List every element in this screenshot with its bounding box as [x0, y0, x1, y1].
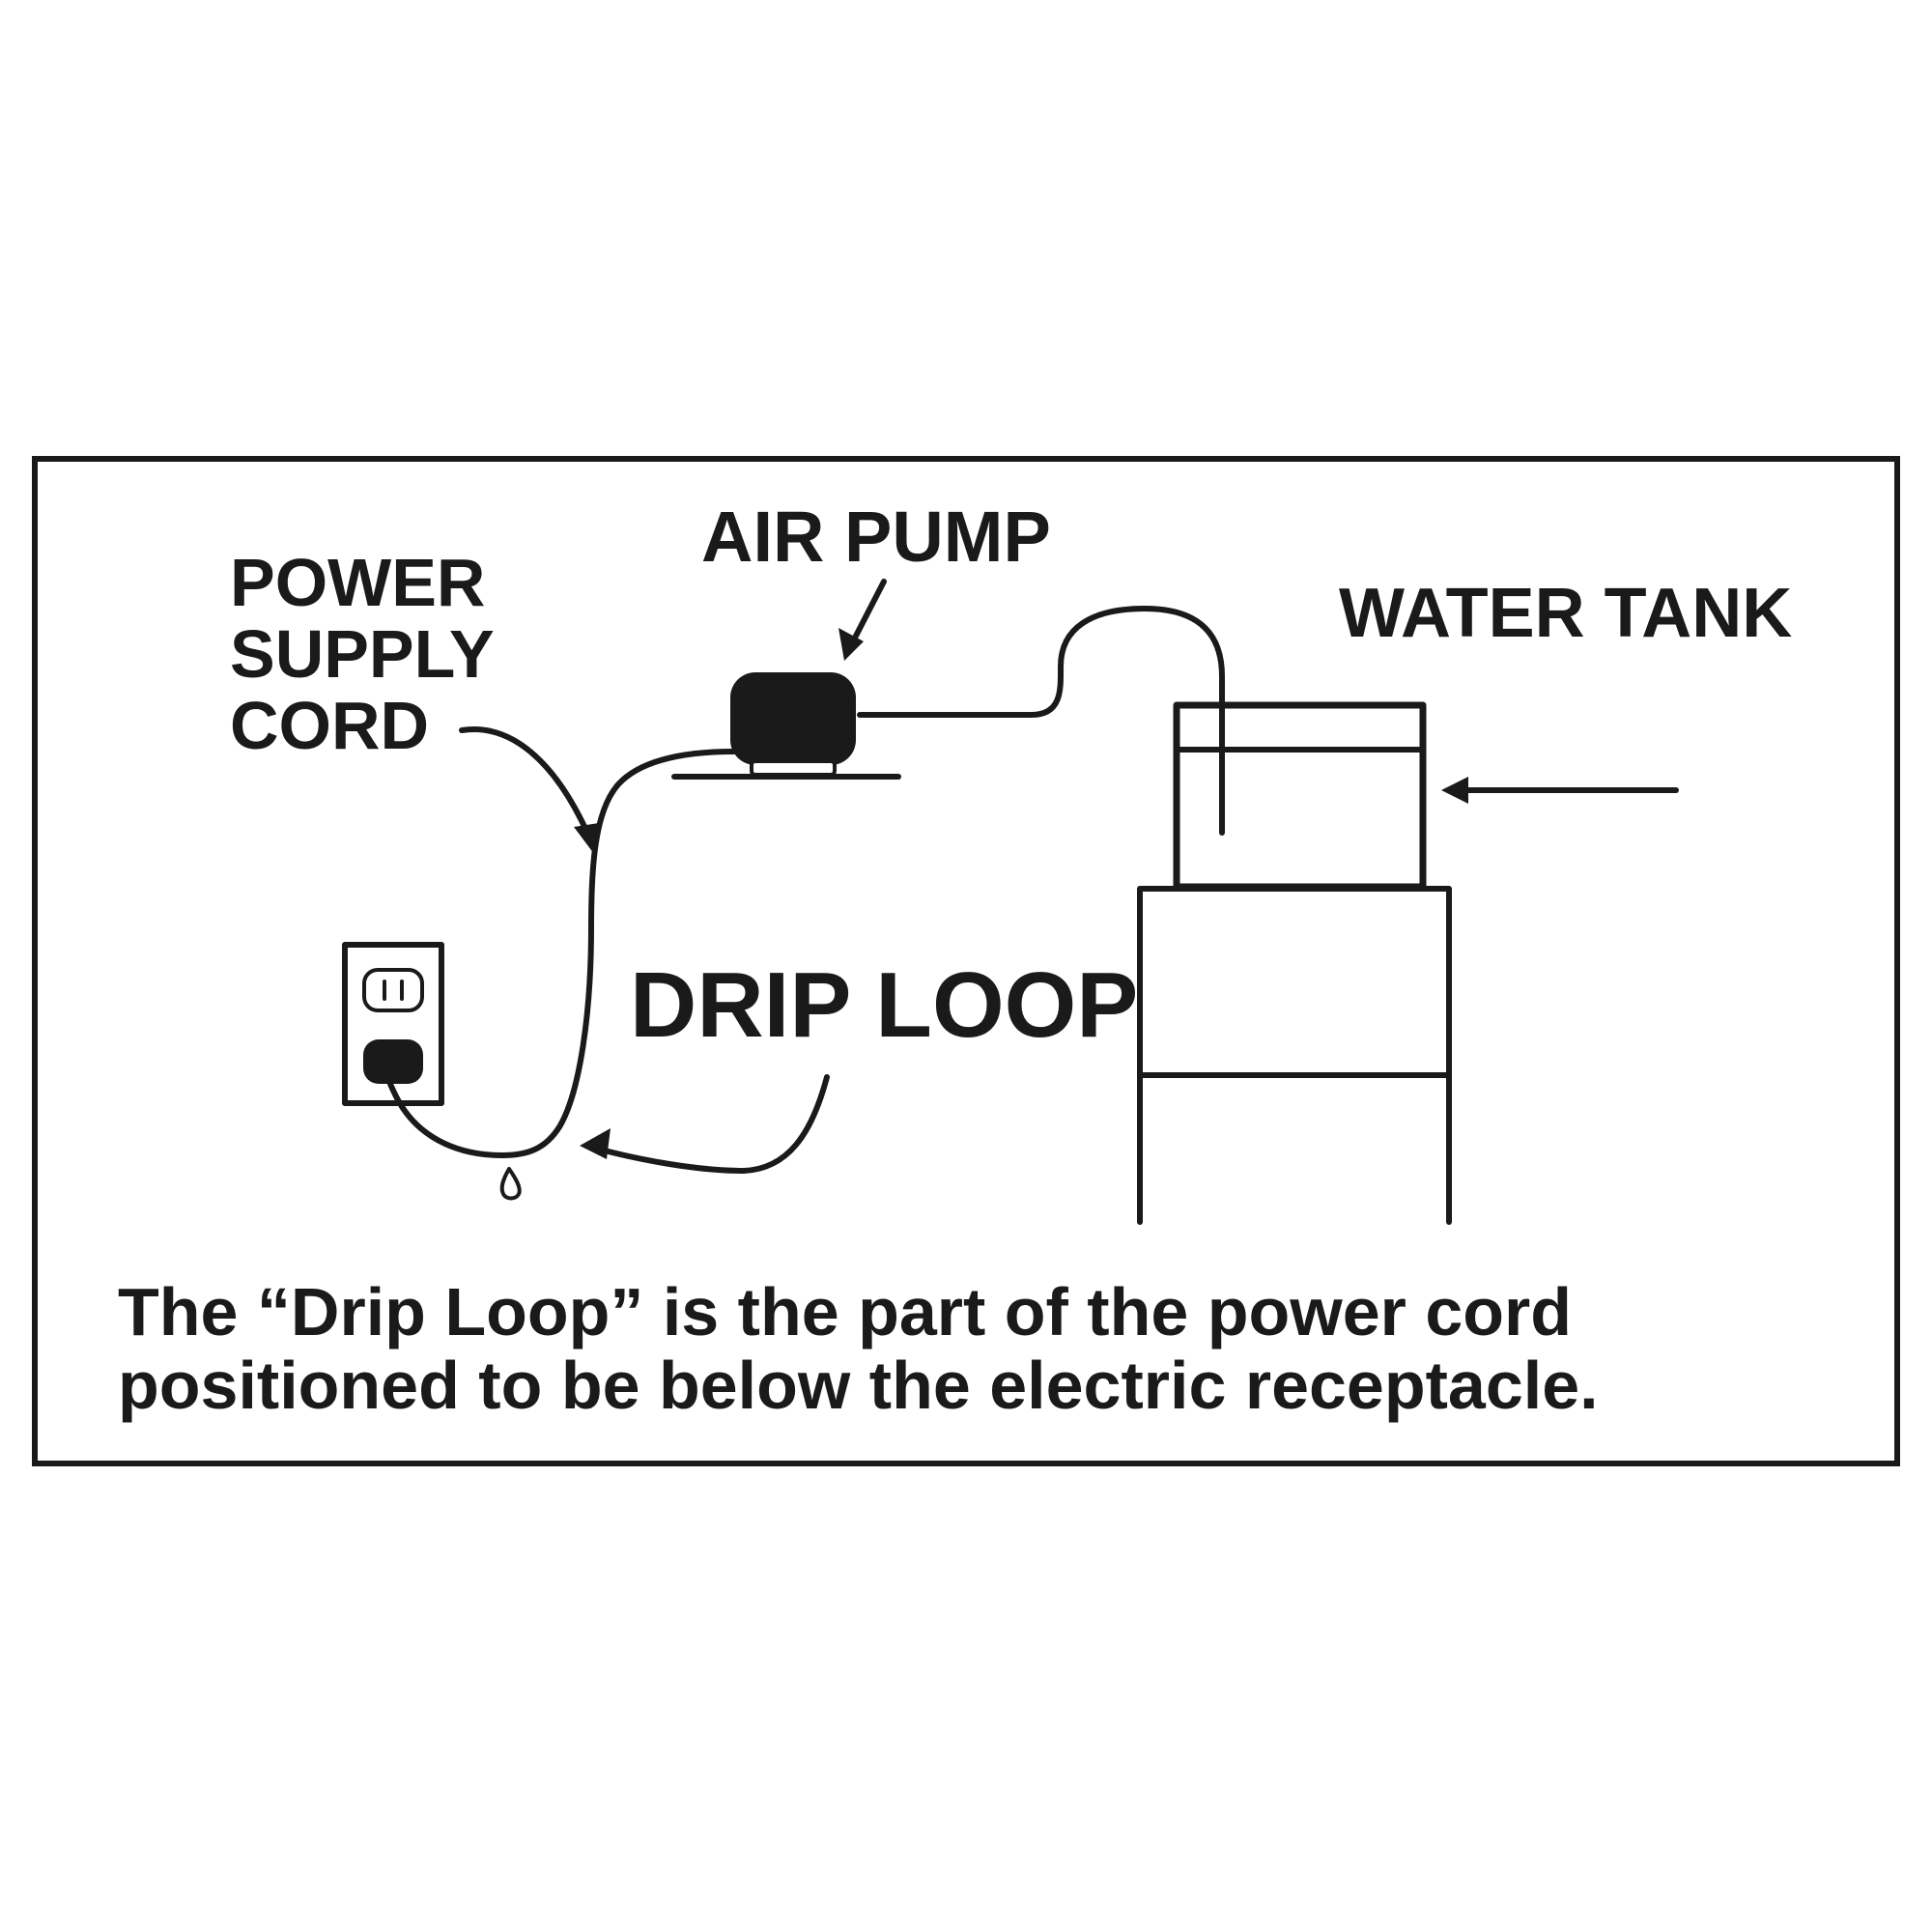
- air-pump-foot: [750, 759, 837, 777]
- caption: The “Drip Loop” is the part of the power…: [118, 1275, 1599, 1422]
- power-cord-arrowhead: [574, 823, 599, 854]
- air-pump-arrow-shaft: [849, 579, 887, 646]
- water-tank-label: WATER TANK: [1339, 575, 1793, 652]
- air-pump-body: [730, 672, 856, 765]
- drip-loop-arrowhead: [580, 1128, 611, 1159]
- drip-loop-arrow-shaft: [598, 1074, 830, 1174]
- drip-drop: [499, 1167, 522, 1201]
- air-pump-label: AIR PUMP: [701, 497, 1051, 577]
- air-tube: [857, 606, 1225, 836]
- outlet-top-receptacle: [362, 968, 424, 1012]
- power-supply-cord: [382, 749, 737, 1158]
- caption-line-2: positioned to be below the electric rece…: [118, 1348, 1599, 1423]
- power-cord-label-line-2: SUPPLY: [230, 616, 495, 692]
- tank-stand: [1137, 886, 1452, 1225]
- outlet-plugged-receptacle: [363, 1039, 423, 1084]
- caption-line-1: The “Drip Loop” is the part of the power…: [118, 1274, 1573, 1350]
- drip-loop-label: DRIP LOOP: [630, 953, 1139, 1057]
- power-cord-label-line-1: POWER: [230, 545, 486, 620]
- power-supply-cord-label: POWER SUPPLY CORD: [230, 547, 495, 761]
- air-pump-arrowhead: [838, 628, 864, 661]
- power-cord-arrow-shaft: [459, 726, 590, 836]
- power-cord-label-line-3: CORD: [230, 688, 430, 763]
- outlet-plate: [342, 942, 444, 1106]
- water-tank: [1173, 701, 1427, 891]
- water-tank-arrowhead: [1441, 777, 1468, 804]
